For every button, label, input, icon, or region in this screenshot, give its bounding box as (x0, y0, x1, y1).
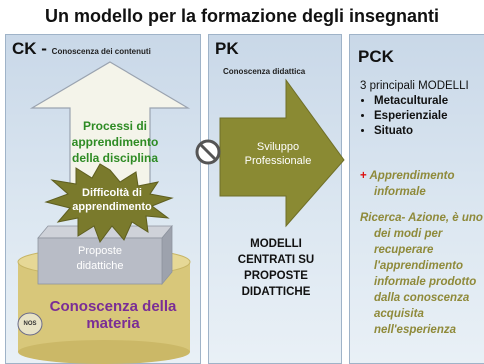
informal-line-1: Apprendimento (369, 170, 455, 182)
process-line-2: apprendimento (71, 135, 159, 149)
research-line: Ricerca- Azione, è uno (360, 212, 483, 224)
difficulty-text: Difficoltà di apprendimento (44, 186, 180, 214)
research-line: dalla conoscenza (374, 292, 470, 304)
development-line-2: Professionale (244, 155, 312, 167)
ck-heading-label: CK - (12, 39, 52, 58)
right-arrow-shape (219, 78, 345, 228)
research-line: nell'esperienza (374, 324, 456, 336)
proposals-line-1: Proposte (77, 245, 123, 257)
pck-intro: 3 principali MODELLI (360, 80, 469, 92)
pck-heading: PCK (358, 47, 394, 66)
research-line: l'apprendimento (374, 260, 463, 272)
knowledge-line-2: materia (86, 315, 140, 332)
research-line: informale prodotto (374, 276, 477, 288)
nos-badge (17, 312, 43, 336)
prohibition-icon (195, 139, 221, 165)
models-line-4: DIDATTICHE (241, 286, 311, 298)
pk-column: PK Conoscenza didattica (208, 34, 342, 364)
pck-column: PCK (349, 34, 484, 364)
research-line: dei modi per (374, 228, 443, 240)
models-line-2: CENTRATI SU (237, 254, 315, 266)
models-line-3: PROPOSTE (244, 270, 308, 282)
process-line-1: Processi di (82, 119, 148, 133)
pck-model-item: Esperienziale (374, 109, 484, 124)
models-text: MODELLI CENTRATI SU PROPOSTE DIDATTICHE (218, 236, 334, 300)
difficulty-line-1: Difficoltà di (82, 187, 142, 199)
ck-heading: CK - Conoscenza dei contenuti (12, 39, 151, 59)
pk-heading: PK (215, 39, 239, 58)
starburst-shape (44, 163, 174, 244)
development-text: Sviluppo Professionale (236, 140, 320, 168)
process-text: Processi di apprendimento della discipli… (22, 118, 208, 166)
knowledge-text: Conoscenza della materia (28, 298, 198, 332)
diagram-title: Un modello per la formazione degli inseg… (44, 6, 440, 26)
proposals-text: Proposte didattiche (40, 244, 160, 274)
research-action-text: Ricerca- Azione, è uno dei modi per recu… (360, 210, 484, 338)
plus-sign: + (360, 170, 367, 182)
pk-subtitle: Conoscenza didattica (223, 67, 306, 76)
process-line-3: della disciplina (71, 151, 159, 165)
informal-line-2: informale (374, 186, 426, 198)
nos-label: NOS (23, 321, 37, 327)
research-line: acquisita (374, 308, 424, 320)
informal-learning-text: + Apprendimento informale (360, 168, 484, 200)
knowledge-line-1: Conoscenza della (49, 298, 177, 315)
research-line: recuperare (374, 244, 434, 256)
ck-subtitle: Conoscenza dei contenuti (51, 47, 151, 56)
pck-model-item: Situato (374, 124, 484, 139)
pck-models-block: 3 principali MODELLI Metaculturale Esper… (360, 80, 484, 139)
pck-model-list: Metaculturale Esperienziale Situato (360, 94, 484, 139)
development-line-1: Sviluppo (256, 141, 300, 153)
models-line-1: MODELLI (250, 238, 302, 250)
difficulty-line-2: apprendimento (72, 201, 152, 213)
pck-model-item: Metaculturale (374, 94, 484, 109)
proposals-line-2: didattiche (76, 260, 124, 272)
